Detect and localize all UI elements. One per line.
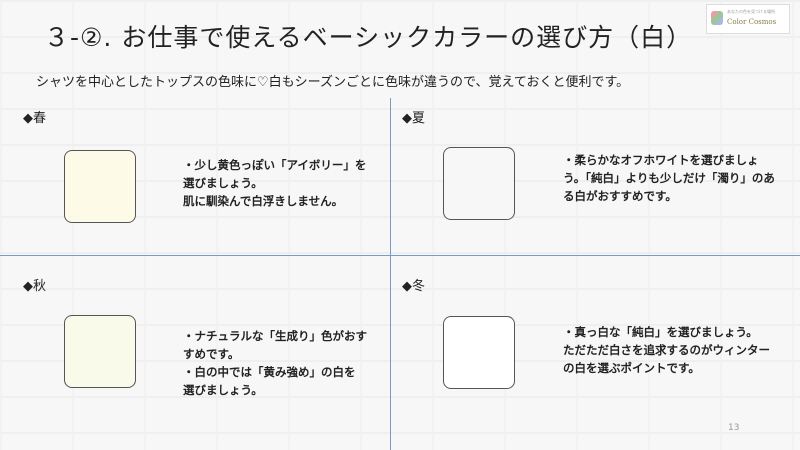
color-swatch-spring bbox=[64, 150, 136, 223]
color-swatch-summer bbox=[443, 147, 515, 220]
color-swatch-winter bbox=[443, 316, 515, 389]
palette-icon bbox=[711, 11, 723, 25]
logo-brand: Color Cosmos bbox=[727, 18, 777, 26]
season-label-summer: ◆夏 bbox=[402, 111, 425, 126]
season-label-autumn: ◆秋 bbox=[23, 279, 46, 294]
logo-tagline: あなたの色を見つける場所 bbox=[727, 9, 775, 14]
logo: あなたの色を見つける場所 Color Cosmos bbox=[706, 4, 790, 34]
vertical-divider bbox=[390, 98, 391, 450]
description-line: ・柔らかなオフホワイトを選びましょ bbox=[563, 153, 759, 167]
page-number: 13 bbox=[728, 423, 740, 433]
description-line: ・白の中では「黄み強め」の白を bbox=[183, 365, 356, 379]
description-line: ・真っ白な「純白」を選びましょう。 bbox=[563, 325, 758, 339]
season-description-spring: ・少し黄色っぽい「アイボリー」を 選びましょう。 肌に馴染んで白浮きしません。 bbox=[183, 156, 366, 210]
description-line: 選びましょう。 bbox=[183, 176, 263, 190]
description-line: ・少し黄色っぽい「アイボリー」を bbox=[183, 158, 367, 172]
description-line: ・ナチュラルな「生成り」色がおす bbox=[183, 329, 367, 343]
slide-subtitle: シャツを中心としたトップスの色味に♡白もシーズンごとに色味が違うので、覚えておく… bbox=[36, 75, 630, 90]
color-swatch-autumn bbox=[64, 315, 136, 388]
description-line: 選びましょう。 bbox=[183, 383, 263, 397]
description-line: ただただ白さを追求するのがウィンター bbox=[563, 343, 770, 357]
horizontal-divider bbox=[0, 255, 800, 256]
season-label-winter: ◆冬 bbox=[402, 279, 425, 294]
season-description-summer: ・柔らかなオフホワイトを選びましょ う。「純白」よりも少しだけ「濁り」のあ る白… bbox=[563, 151, 775, 205]
description-line: る白がおすすめです。 bbox=[563, 189, 677, 203]
slide-title: ３-②. お仕事で使えるベーシックカラーの選び方（白） bbox=[44, 23, 693, 52]
season-description-winter: ・真っ白な「純白」を選びましょう。 ただただ白さを追求するのがウィンター の白を… bbox=[563, 323, 770, 377]
season-description-autumn: ・ナチュラルな「生成り」色がおす すめです。 ・白の中では「黄み強め」の白を 選… bbox=[183, 327, 367, 399]
description-line: すめです。 bbox=[183, 347, 240, 361]
description-line: 肌に馴染んで白浮きしません。 bbox=[183, 194, 344, 208]
season-label-spring: ◆春 bbox=[23, 111, 46, 126]
description-line: の白を選ぶポイントです。 bbox=[563, 361, 700, 375]
description-line: う。「純白」よりも少しだけ「濁り」のあ bbox=[563, 171, 775, 185]
